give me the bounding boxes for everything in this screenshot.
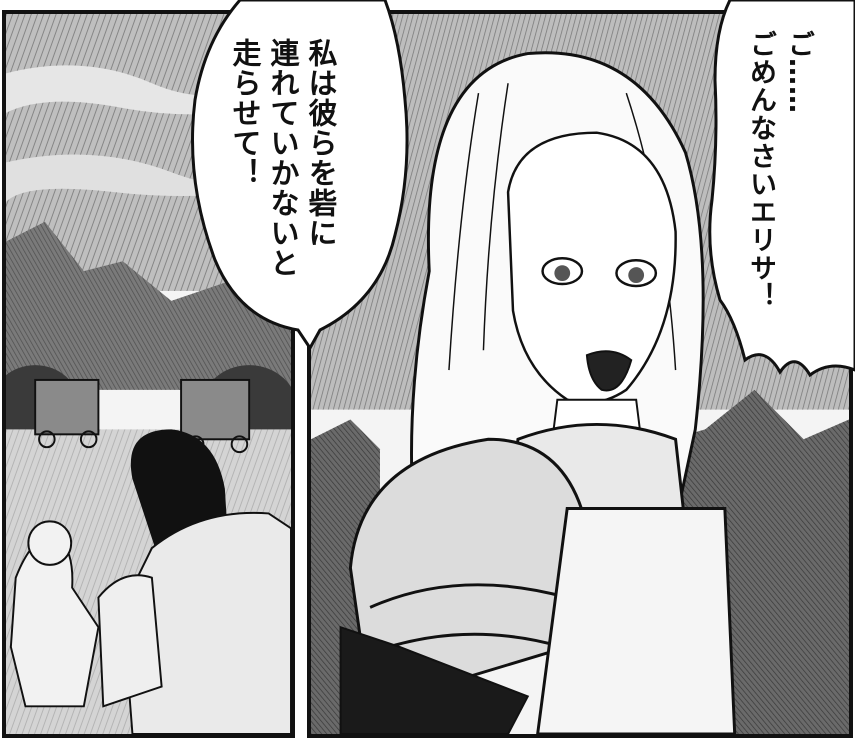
speech-bubble-1-shape xyxy=(191,0,409,351)
speech-bubble-2-shape xyxy=(708,0,855,378)
speech-bubble-1-text: 私は彼らを砦に 連れていかないと 走らせて！ xyxy=(226,38,340,278)
speech-bubble-1: 私は彼らを砦に 連れていかないと 走らせて！ xyxy=(170,0,410,351)
speech-bubble-2: ご…… ごめんなさいエリサ！ xyxy=(700,0,855,385)
speech-1-line-3: 走らせて！ xyxy=(228,38,262,188)
speech-2-line-2: ごめんなさいエリサ！ xyxy=(745,30,776,310)
speech-bubble-2-text: ご…… ごめんなさいエリサ！ xyxy=(741,30,817,310)
speech-2-line-1: ご…… xyxy=(783,30,814,114)
speech-1-line-1: 私は彼らを砦に xyxy=(304,38,338,248)
speech-1-line-2: 連れていかないと xyxy=(266,38,300,278)
